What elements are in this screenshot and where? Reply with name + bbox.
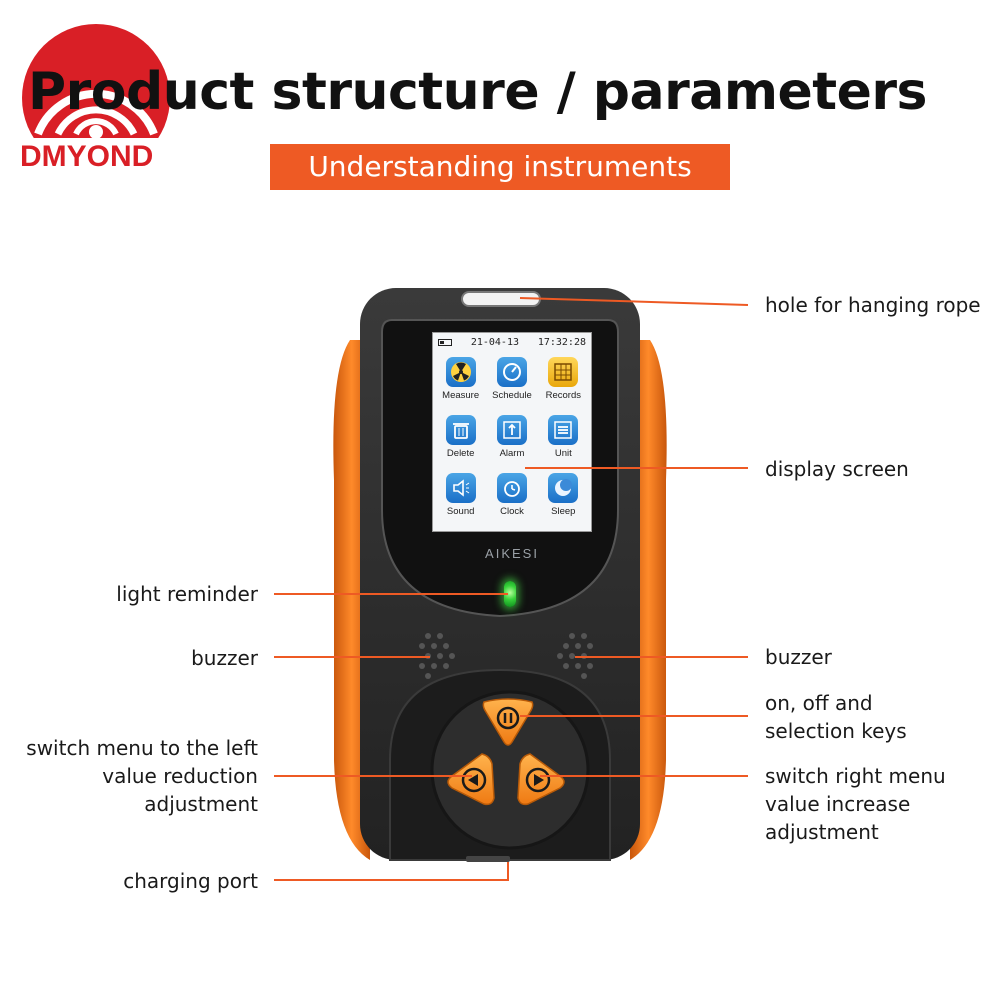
subtitle-banner: Understanding instruments (270, 144, 730, 190)
light-reminder-led (504, 581, 516, 607)
logo-text: DMYOND (20, 140, 154, 173)
moon-icon (548, 473, 579, 503)
app-label: Measure (442, 390, 480, 401)
app-unit[interactable]: Unit (538, 411, 589, 469)
power-select-key[interactable] (478, 694, 538, 754)
label-left-line3: adjustment (144, 792, 258, 816)
screen-time: 17:32:28 (537, 336, 586, 348)
alarm-icon (496, 415, 527, 445)
clock-icon (496, 473, 527, 503)
app-label: Alarm (499, 448, 525, 459)
label-buzzer-right: buzzer (765, 645, 832, 669)
label-right-line2: value increase (765, 792, 911, 816)
unit-icon (548, 415, 579, 445)
screen-date: 21-04-13 (470, 336, 519, 348)
page-title: Product structure / parameters (28, 62, 928, 122)
app-sleep[interactable]: Sleep (538, 469, 589, 527)
label-onoff-line1: on, off and (765, 691, 873, 715)
radiation-icon (445, 357, 476, 387)
app-label: Unit (554, 448, 572, 459)
app-label: Sound (446, 506, 475, 517)
app-clock[interactable]: Clock (486, 469, 537, 527)
app-records[interactable]: Records (538, 353, 589, 411)
left-key[interactable] (442, 750, 502, 810)
right-key[interactable] (510, 750, 570, 810)
label-right-line3: adjustment (765, 820, 879, 844)
label-right-line1: switch right menu (765, 764, 946, 788)
label-onoff-line2: selection keys (765, 719, 907, 743)
label-light-reminder: light reminder (116, 582, 258, 606)
device-brand: AIKESI (485, 546, 539, 561)
app-label: Clock (500, 506, 524, 517)
label-hanging-hole: hole for hanging rope (765, 293, 981, 317)
label-left-line2: value reduction (102, 764, 258, 788)
trash-icon (445, 415, 476, 445)
dmyond-logo (18, 24, 188, 174)
battery-icon (438, 338, 452, 346)
gauge-icon (496, 357, 527, 387)
label-charging-port: charging port (123, 869, 258, 893)
label-buzzer-left: buzzer (191, 646, 258, 670)
screen-status-bar: 21-04-13 17:32:28 (433, 333, 591, 351)
app-label: Records (545, 390, 581, 401)
label-left-line1: switch menu to the left (26, 736, 258, 760)
app-measure[interactable]: Measure (435, 353, 486, 411)
app-grid: Measure Schedule Records Delete Alarm (433, 351, 591, 527)
display-screen: 21-04-13 17:32:28 Measure Schedule Recor… (432, 332, 592, 532)
app-label: Schedule (492, 390, 532, 401)
app-sound[interactable]: Sound (435, 469, 486, 527)
app-alarm[interactable]: Alarm (486, 411, 537, 469)
app-schedule[interactable]: Schedule (486, 353, 537, 411)
records-icon (548, 357, 579, 387)
label-display-screen: display screen (765, 457, 909, 481)
app-label: Sleep (551, 506, 576, 517)
app-delete[interactable]: Delete (435, 411, 486, 469)
speaker-icon (445, 473, 476, 503)
app-label: Delete (446, 448, 475, 459)
